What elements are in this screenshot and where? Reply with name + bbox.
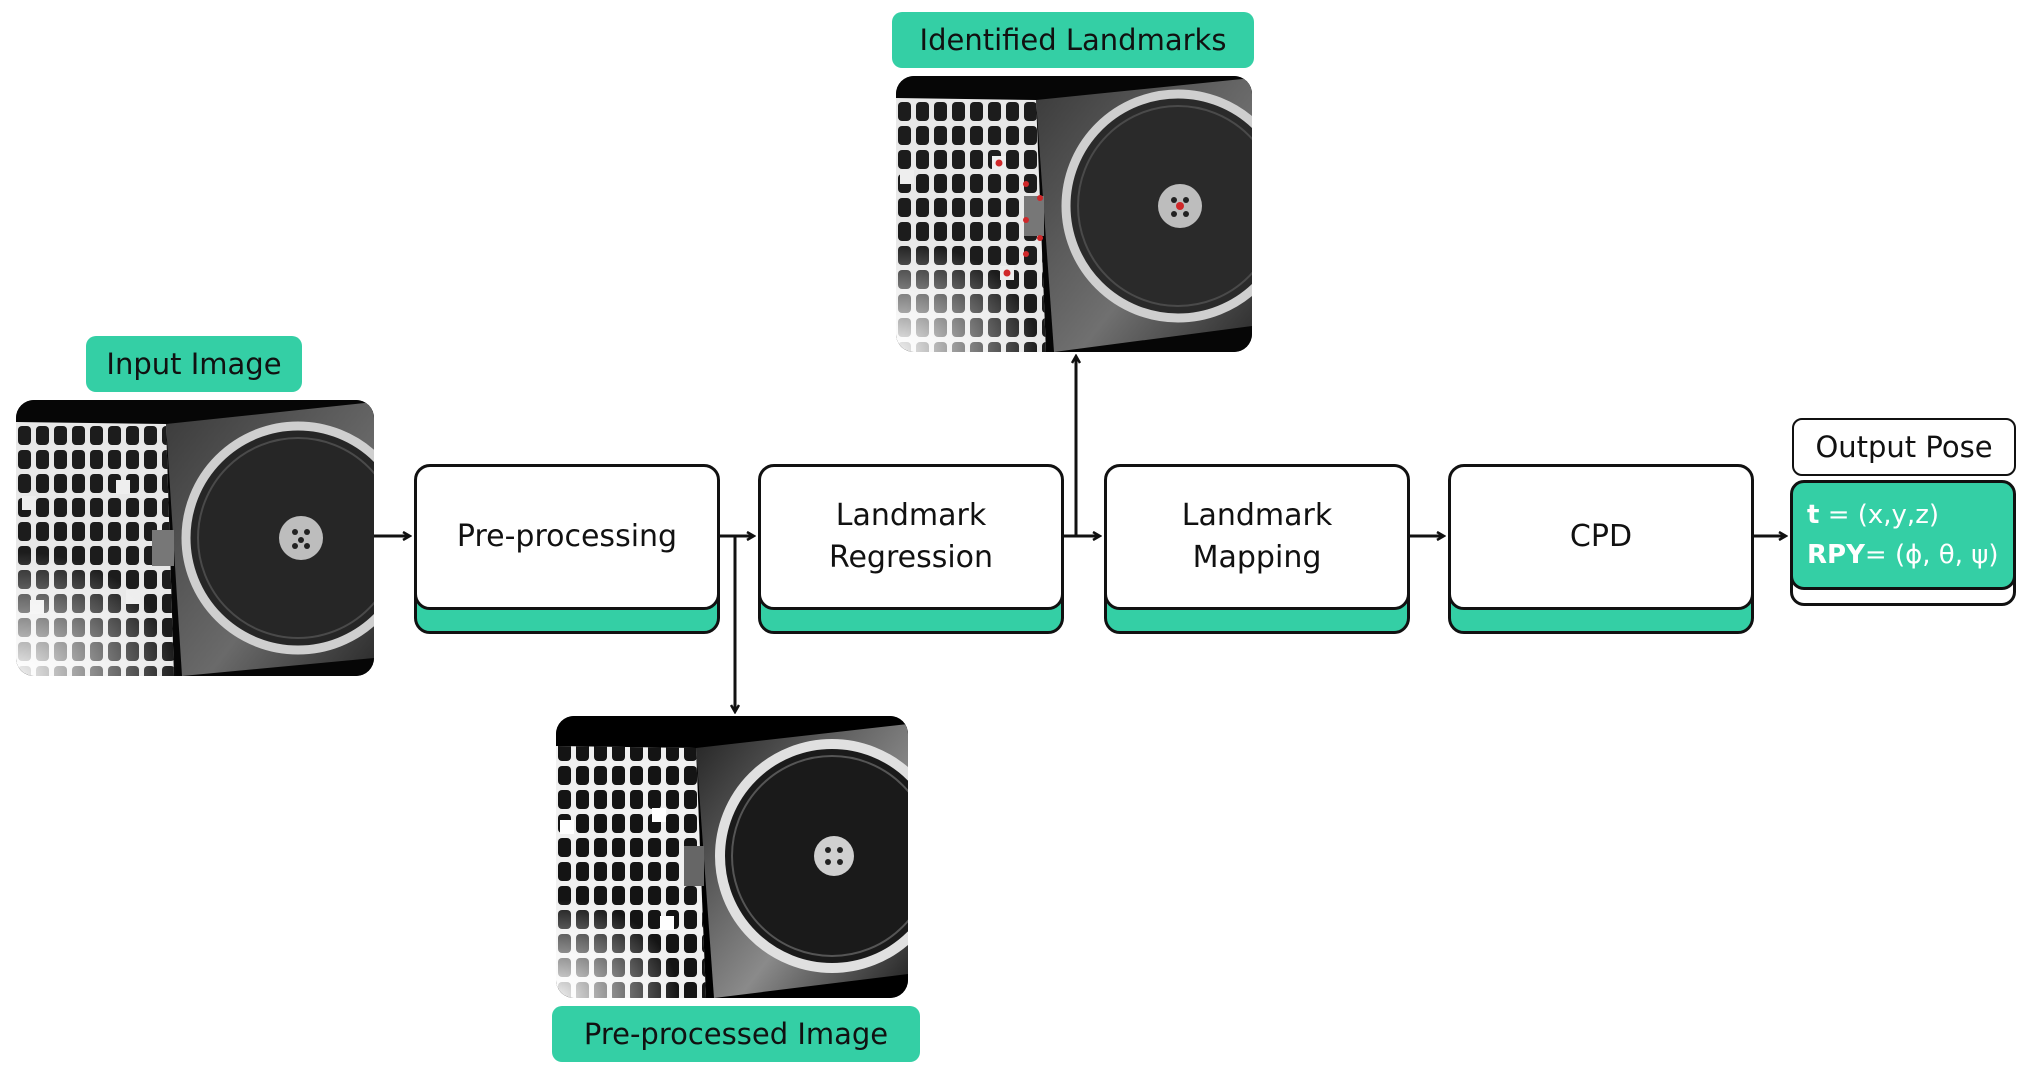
preprocessing-block: Pre-processing (414, 464, 720, 634)
cpd-block: CPD (1448, 464, 1754, 634)
identified-landmarks-image (896, 76, 1252, 352)
landmark-regression-block: Landmark Regression (758, 464, 1064, 634)
cpd-block-label: CPD (1448, 464, 1754, 610)
output-pose-values: t = (x,y,z) RPY= (ϕ, θ, ψ) (1790, 480, 2016, 590)
landmark-mapping-block: Landmark Mapping (1104, 464, 1410, 634)
landmark-regression-block-label: Landmark Regression (758, 464, 1064, 610)
output-pose-label: Output Pose (1792, 418, 2016, 476)
landmark-mapping-block-label: Landmark Mapping (1104, 464, 1410, 610)
identified-landmarks-label: Identified Landmarks (892, 12, 1254, 68)
preprocessing-block-label: Pre-processing (414, 464, 720, 610)
input-image-label: Input Image (86, 336, 302, 392)
input-image (16, 400, 374, 676)
rotation-line: RPY= (ϕ, θ, ψ) (1807, 540, 1999, 570)
output-pose-box: t = (x,y,z) RPY= (ϕ, θ, ψ) (1790, 480, 2016, 606)
translation-line: t = (x,y,z) (1807, 500, 1939, 530)
preprocessed-image-label: Pre-processed Image (552, 1006, 920, 1062)
preprocessed-image (556, 716, 908, 998)
